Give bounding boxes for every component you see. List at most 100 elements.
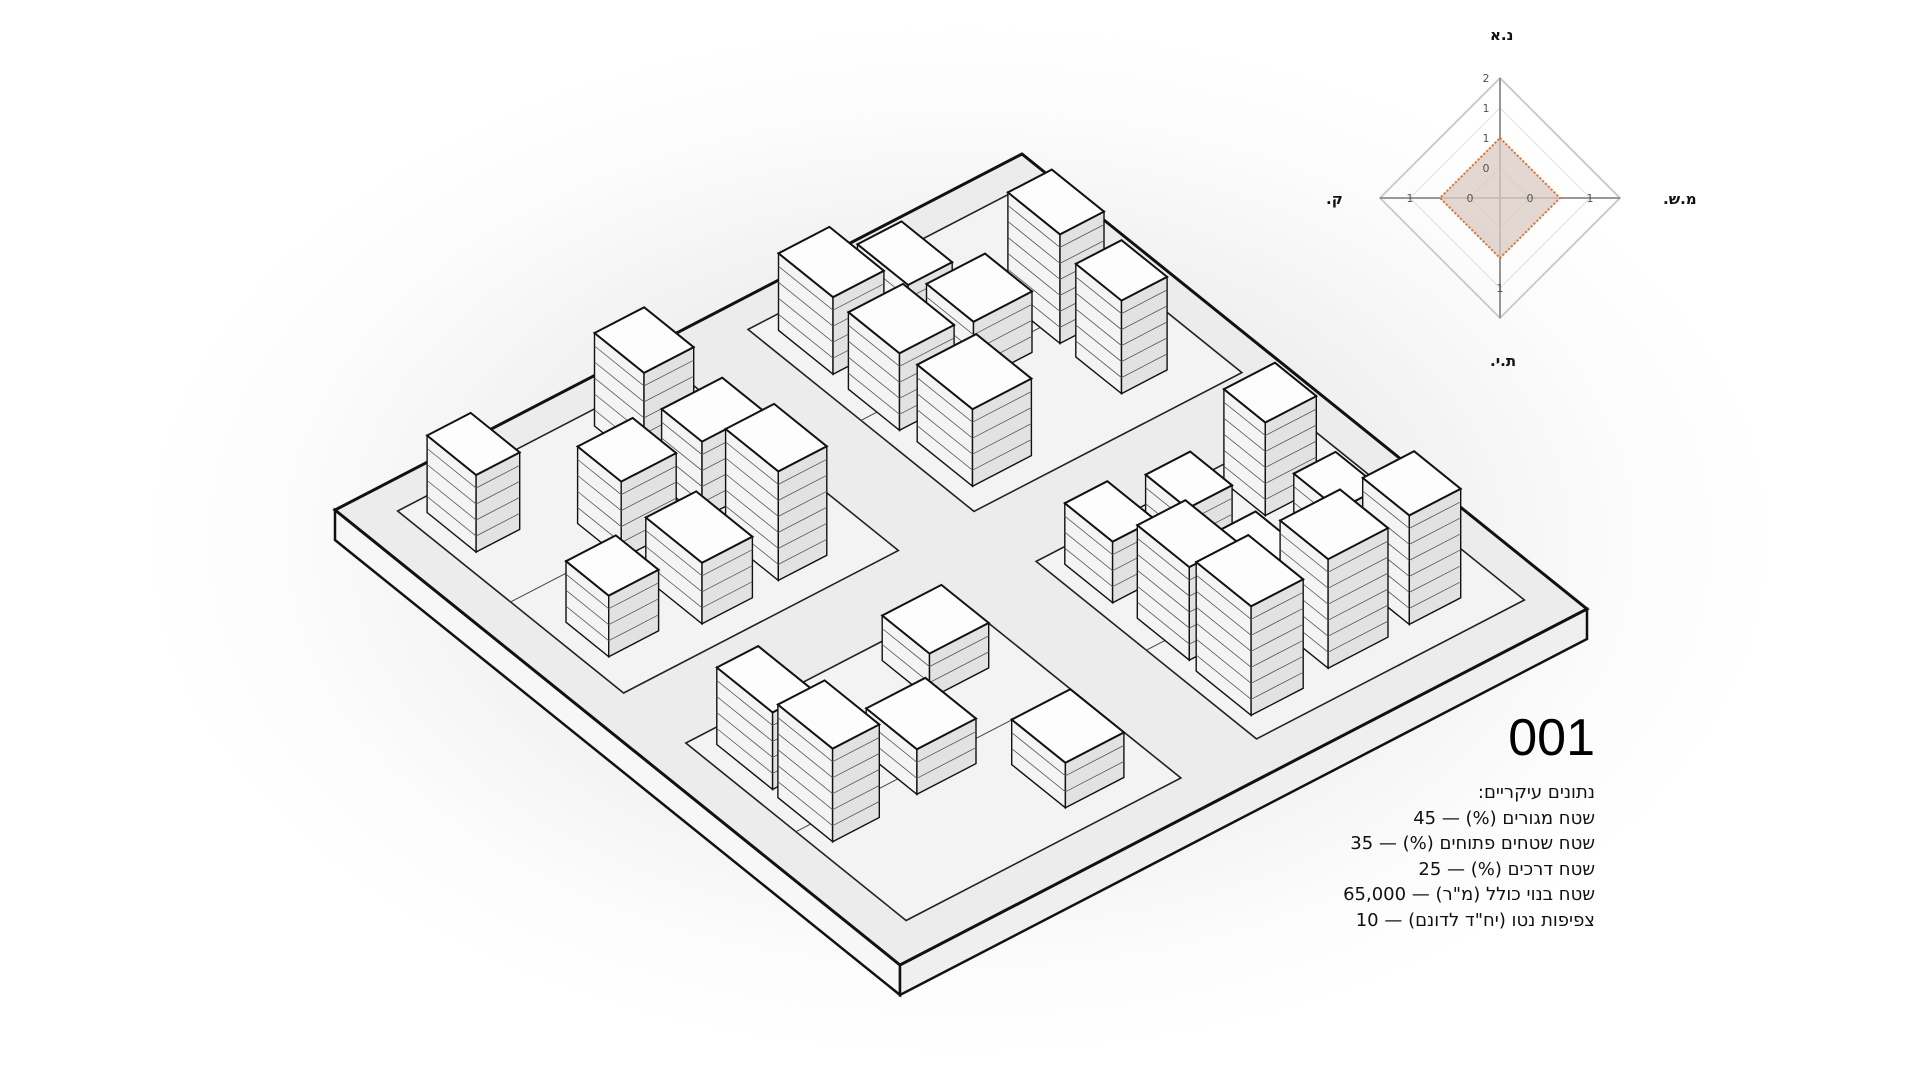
floor-line <box>777 733 880 779</box>
floor-line <box>777 765 880 811</box>
stat-roads-area: שטח דרכים (%) — 25 <box>1418 858 1595 880</box>
floor-line <box>1362 490 1461 529</box>
floor-line <box>881 628 989 668</box>
radar-axis-label-left: ק. <box>1326 190 1343 208</box>
building <box>776 679 882 844</box>
floor-line <box>594 345 694 387</box>
floor-line <box>1195 590 1304 636</box>
building-roof <box>1009 688 1126 764</box>
floor-line <box>577 459 677 496</box>
floor-line <box>1195 638 1304 684</box>
floor-line <box>777 749 880 795</box>
building <box>1222 361 1319 517</box>
floor-line <box>577 475 677 512</box>
building-roof <box>776 225 886 299</box>
building <box>915 332 1034 488</box>
radar-axis-label-bottom: ת.י. <box>1490 352 1517 370</box>
floor-line <box>725 489 827 533</box>
floor-line <box>916 409 1032 455</box>
building-roof <box>1073 239 1169 302</box>
stat-net-density: צפיפות נטו (יח"ד לדונם) — 10 <box>1355 909 1595 931</box>
building-roof <box>1360 450 1463 517</box>
floor-line <box>1075 276 1168 315</box>
building-roof <box>846 282 956 355</box>
floor-line <box>426 464 520 505</box>
stat-total-built-area: שטח בנוי כולל (מ"ר) — 65,000 <box>1343 884 1595 905</box>
floor-line <box>594 361 694 403</box>
floor-line <box>1195 654 1304 700</box>
radar-tick-label-top: 2 <box>1483 72 1490 85</box>
floor-line <box>725 441 827 485</box>
building <box>425 411 522 554</box>
floor-line <box>577 491 677 528</box>
floor-line <box>1007 205 1105 248</box>
building-roof <box>1194 533 1306 608</box>
floor-line <box>725 505 827 549</box>
building-roof <box>1222 361 1319 424</box>
floor-line <box>565 605 659 642</box>
building-roof <box>643 490 755 564</box>
floor-line <box>778 265 885 311</box>
key-data-heading: נתונים עיקריים: <box>1477 782 1595 803</box>
floor-line <box>725 473 827 517</box>
radar-tick-label-top: 1 <box>1483 102 1490 115</box>
floor-line <box>426 480 520 521</box>
floor-line <box>1223 401 1317 436</box>
floor-line <box>1011 732 1125 777</box>
floor-line <box>916 377 1032 423</box>
building-roof <box>723 402 829 473</box>
building-roof <box>864 676 978 751</box>
radar-tick-label-left: 0 <box>1467 192 1474 205</box>
building-roof <box>855 220 955 287</box>
floor-line <box>426 448 520 489</box>
building-roof <box>592 306 696 375</box>
building <box>880 583 991 701</box>
floor-line <box>1075 340 1168 379</box>
floor-line <box>1195 574 1304 620</box>
building-roof <box>575 416 679 483</box>
stat-open-space-area: שטח שטחים פתוחים (%) — 35 <box>1350 833 1595 854</box>
floor-line <box>426 496 520 537</box>
radar-tick-label-right: 0 <box>1527 192 1534 205</box>
building-roof <box>1006 168 1106 236</box>
floor-line <box>916 425 1032 471</box>
radar-tick-label-right: 1 <box>1587 192 1594 205</box>
building <box>1194 533 1306 717</box>
building <box>564 534 661 659</box>
building <box>1278 488 1390 670</box>
floor-line <box>645 546 753 593</box>
floor-line <box>1195 622 1304 668</box>
key-data-panel: נתונים עיקריים: שטח מגורים (%) — 45 שטח … <box>1343 780 1595 933</box>
floor-line <box>1007 221 1105 264</box>
floor-line <box>565 573 659 610</box>
building-roof <box>924 252 1034 323</box>
floor-line <box>565 589 659 626</box>
radar-tick-label-top: 0 <box>1483 162 1490 175</box>
radar-data-area <box>1438 136 1562 260</box>
stat-residential-area: שטח מגורים (%) — 45 <box>1413 807 1595 829</box>
floor-line <box>645 562 753 609</box>
building-roof <box>776 679 882 750</box>
building-roof <box>1143 450 1234 510</box>
floor-line <box>1075 324 1168 363</box>
floor-line <box>645 530 753 577</box>
floor-line <box>865 721 977 763</box>
building-roof <box>1278 488 1390 561</box>
plan-number: 001 <box>1508 709 1595 767</box>
floor-line <box>848 324 955 367</box>
floor-line <box>1223 449 1317 484</box>
floor-line <box>916 393 1032 439</box>
floor-line <box>725 457 827 501</box>
floor-line <box>1195 606 1304 652</box>
building <box>1073 239 1169 396</box>
floor-line <box>777 717 880 763</box>
floor-line <box>1279 549 1389 589</box>
floor-line <box>1011 748 1125 793</box>
radar-axis-label-top: נ.א <box>1490 26 1514 44</box>
building <box>1009 688 1126 810</box>
floor-line <box>1279 533 1389 573</box>
floor-line <box>1223 433 1317 468</box>
floor-line <box>865 737 977 779</box>
